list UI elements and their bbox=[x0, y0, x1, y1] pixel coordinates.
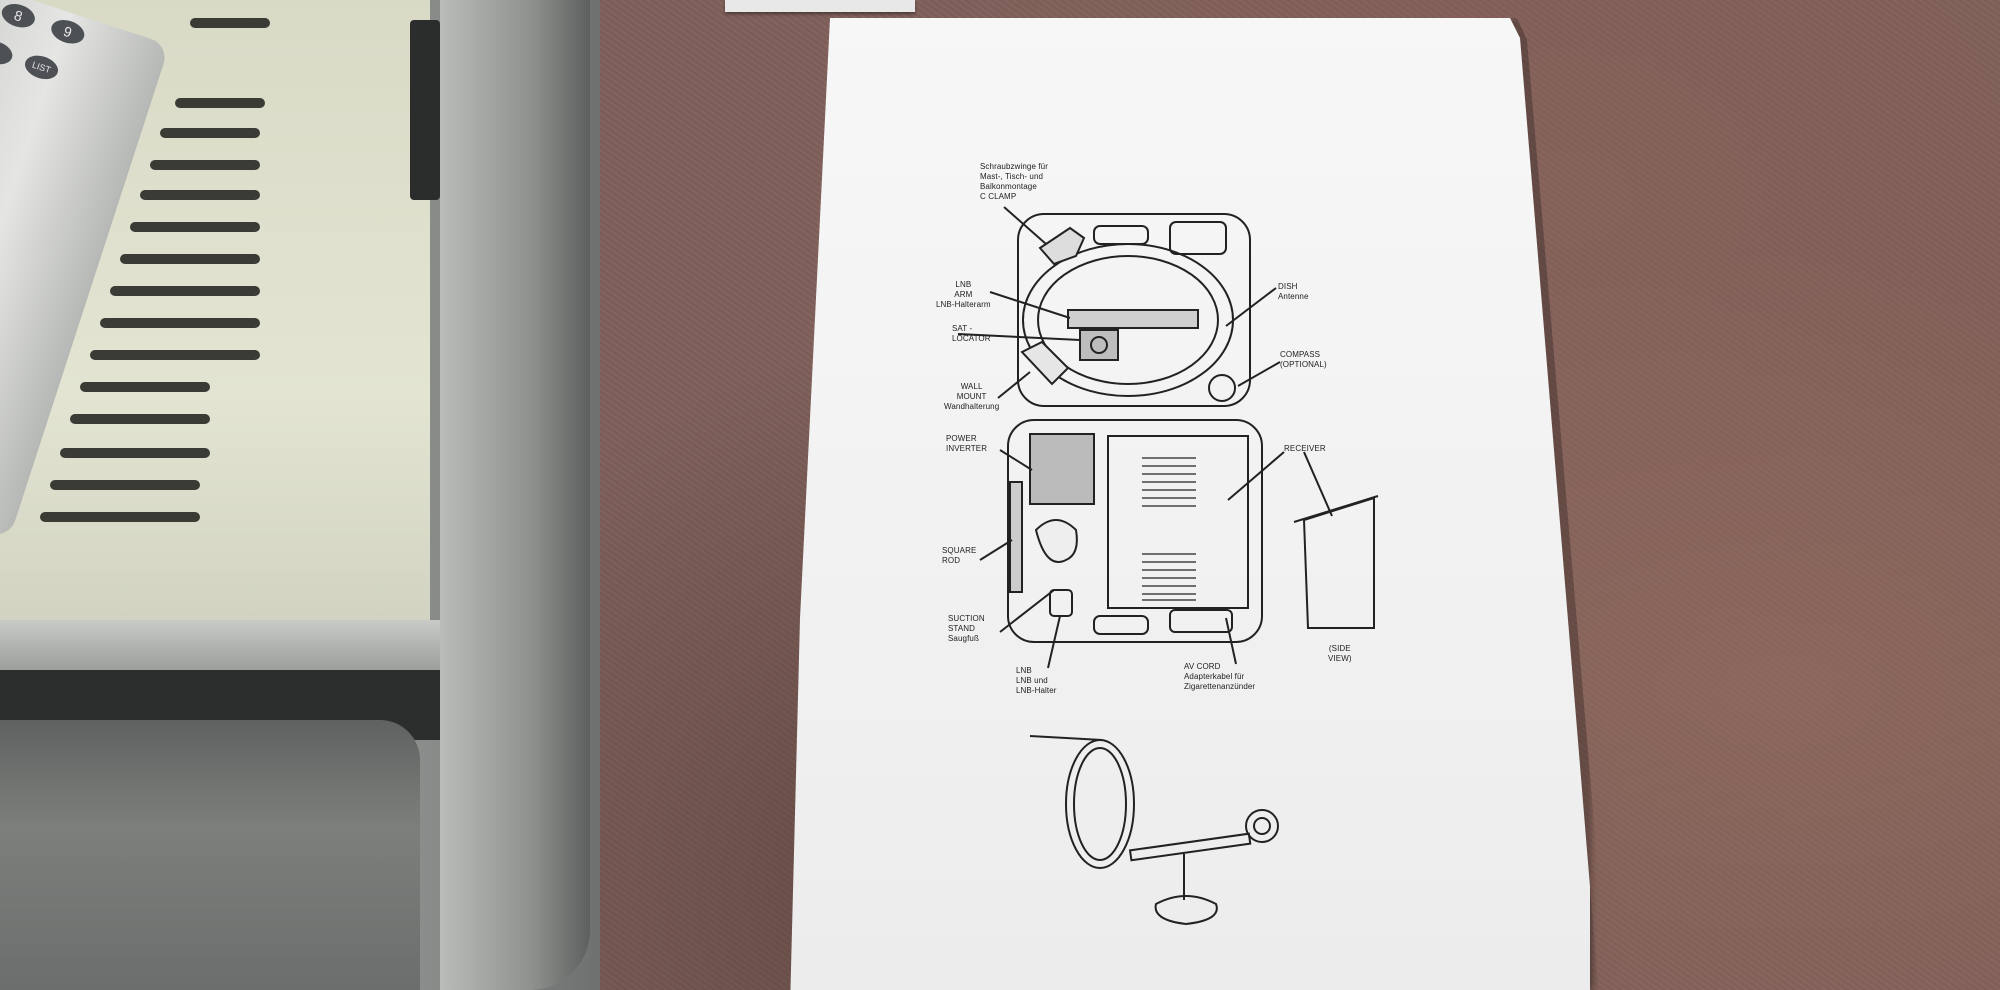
label-suction-stand: SUCTION STAND Saugfuß bbox=[948, 614, 985, 643]
wall-mount bbox=[1020, 340, 1070, 386]
vent-slot bbox=[175, 98, 265, 108]
device-ledge bbox=[0, 620, 440, 670]
sat-locator bbox=[1079, 329, 1119, 361]
lnb-arm bbox=[1067, 309, 1199, 329]
vent-slot bbox=[120, 254, 260, 264]
label-compass: COMPASS (OPTIONAL) bbox=[1280, 350, 1327, 369]
label-wall-mount: WALL MOUNT Wandhalterung bbox=[944, 382, 1000, 411]
vent-slot bbox=[150, 160, 260, 170]
case-lid bbox=[1017, 213, 1251, 407]
vent-slot bbox=[80, 382, 210, 392]
label-av-cord: AV CORD Adapterkabel für Zigarettenanzün… bbox=[1184, 662, 1256, 691]
receiver-vents bbox=[1142, 457, 1196, 601]
compass bbox=[1208, 374, 1236, 402]
vent-slot bbox=[140, 190, 260, 200]
label-sat-locator: SAT - LOCATOR bbox=[952, 324, 991, 343]
vent-slot bbox=[50, 480, 200, 490]
label-c-clamp: Schraubzwinge für Mast-, Tisch- und Balk… bbox=[980, 162, 1048, 201]
label-receiver: RECEIVER bbox=[1284, 444, 1326, 453]
label-dish: DISH Antenne bbox=[1278, 282, 1309, 301]
device-lower-housing bbox=[0, 720, 420, 990]
vent-slot bbox=[190, 18, 270, 28]
vent-slot bbox=[90, 350, 260, 360]
label-lnb-arm: LNB ARM LNB-Halterarm bbox=[936, 280, 991, 309]
vent-slot bbox=[100, 318, 260, 328]
vent-slot bbox=[70, 414, 210, 424]
c-clamp bbox=[1038, 226, 1086, 266]
assembled-dish bbox=[1065, 739, 1135, 869]
vent-slot bbox=[60, 448, 210, 458]
paper-edge bbox=[725, 0, 915, 12]
case-base bbox=[1007, 419, 1263, 643]
device-rim bbox=[440, 0, 590, 990]
vent-slot bbox=[40, 512, 200, 522]
label-square-rod: SQUARE ROD bbox=[942, 546, 977, 565]
power-inverter bbox=[1029, 433, 1095, 505]
instruction-sheet bbox=[790, 18, 1590, 990]
vent-slot bbox=[160, 128, 260, 138]
label-lnb: LNB LNB und LNB-Halter bbox=[1016, 666, 1057, 695]
vent-slot bbox=[110, 286, 260, 296]
receiver bbox=[1107, 435, 1249, 609]
suction-stand bbox=[1034, 519, 1078, 563]
device-bracket bbox=[410, 20, 440, 200]
square-rod bbox=[1009, 481, 1023, 593]
side-view bbox=[1302, 496, 1375, 629]
vent-slot bbox=[130, 222, 260, 232]
label-power-inverter: POWER INVERTER bbox=[946, 434, 988, 453]
label-side-view: (SIDE VIEW) bbox=[1328, 644, 1352, 663]
assembled-stand bbox=[1154, 895, 1218, 926]
